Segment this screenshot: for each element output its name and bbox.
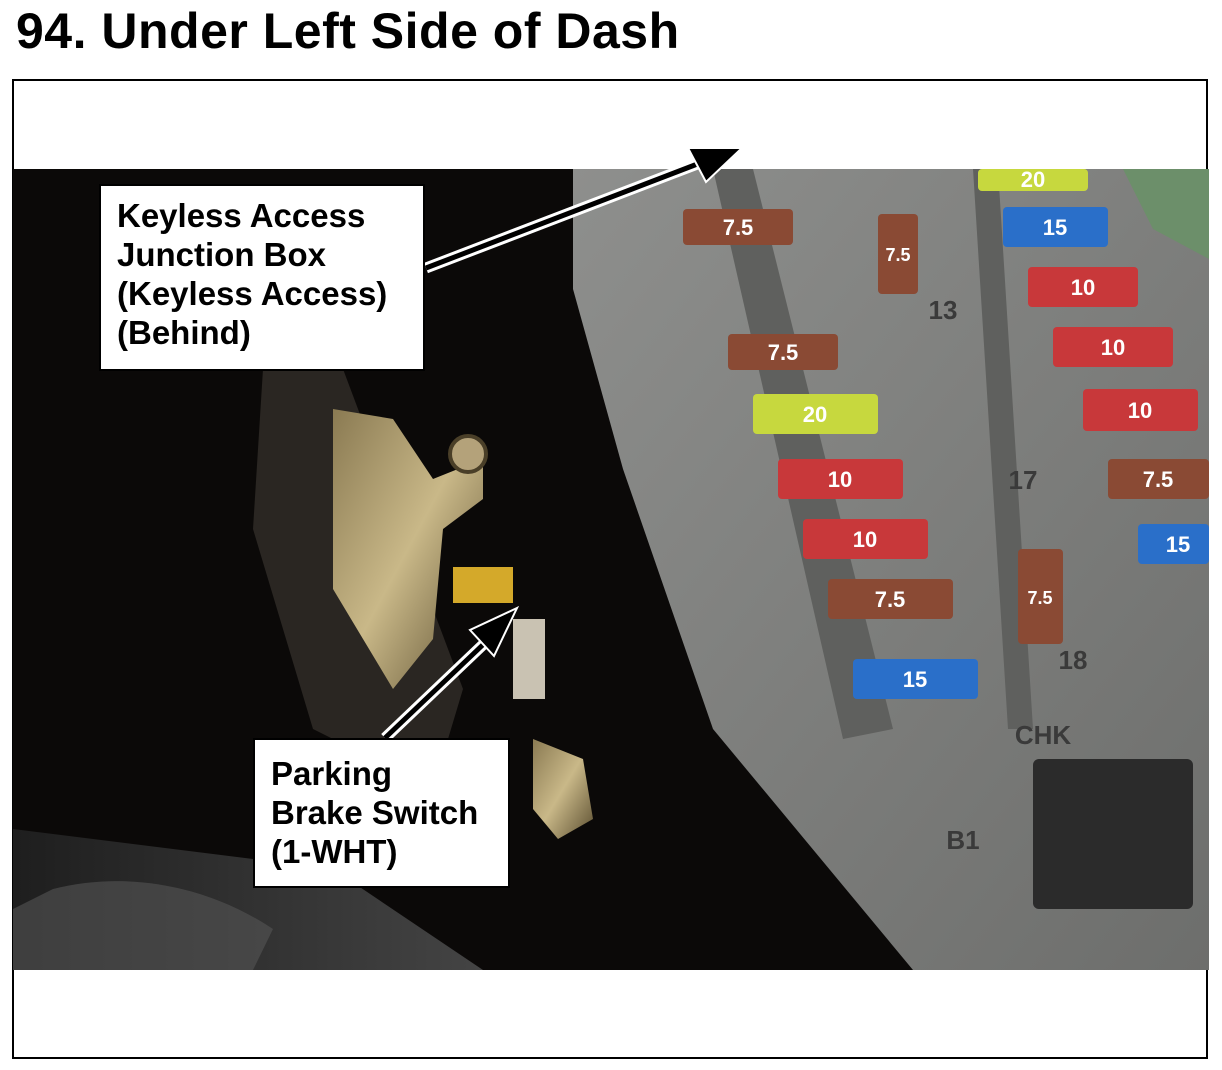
svg-text:7.5: 7.5 <box>1027 588 1052 608</box>
svg-text:17: 17 <box>1009 465 1038 495</box>
svg-text:7.5: 7.5 <box>885 245 910 265</box>
svg-text:20: 20 <box>803 402 827 427</box>
svg-text:7.5: 7.5 <box>768 340 799 365</box>
fuse-column-left: 7.5 7.5 20 10 10 7.5 15 <box>683 209 978 699</box>
svg-text:7.5: 7.5 <box>723 215 754 240</box>
svg-text:10: 10 <box>1128 398 1152 423</box>
svg-text:10: 10 <box>1101 335 1125 360</box>
callout-line: Keyless Access <box>117 197 366 234</box>
callout-line: (Keyless Access) <box>117 275 388 312</box>
svg-text:7.5: 7.5 <box>875 587 906 612</box>
fuse-column-right: 20 15 10 10 10 7.5 15 <box>978 169 1209 564</box>
svg-text:15: 15 <box>903 667 927 692</box>
fuse-column-middle: 7.5 7.5 <box>878 214 1063 644</box>
callout-keyless-junction-box: Keyless Access Junction Box (Keyless Acc… <box>99 184 425 371</box>
svg-text:10: 10 <box>1071 275 1095 300</box>
switch-terminal <box>453 567 513 603</box>
svg-text:15: 15 <box>1043 215 1067 240</box>
svg-text:10: 10 <box>853 527 877 552</box>
callout-line: Brake Switch <box>271 794 479 831</box>
svg-text:7.5: 7.5 <box>1143 467 1174 492</box>
callout-line: Junction Box <box>117 236 327 273</box>
svg-text:10: 10 <box>828 467 852 492</box>
box-marking-chk: CHK <box>1015 720 1072 750</box>
page-title: 94. Under Left Side of Dash <box>16 3 680 59</box>
parking-brake-switch <box>513 619 545 699</box>
svg-text:13: 13 <box>929 295 958 325</box>
callout-line: Parking <box>271 755 393 792</box>
box-marking-b1: B1 <box>946 825 979 855</box>
brake-bracket <box>333 409 483 689</box>
callout-line: (Behind) <box>117 314 251 351</box>
svg-text:15: 15 <box>1166 532 1190 557</box>
svg-text:20: 20 <box>1021 169 1045 192</box>
callout-line: (1-WHT) <box>271 833 398 870</box>
callout-parking-brake-switch: Parking Brake Switch (1-WHT) <box>253 738 510 888</box>
svg-text:18: 18 <box>1059 645 1088 675</box>
connector-socket <box>1033 759 1193 909</box>
